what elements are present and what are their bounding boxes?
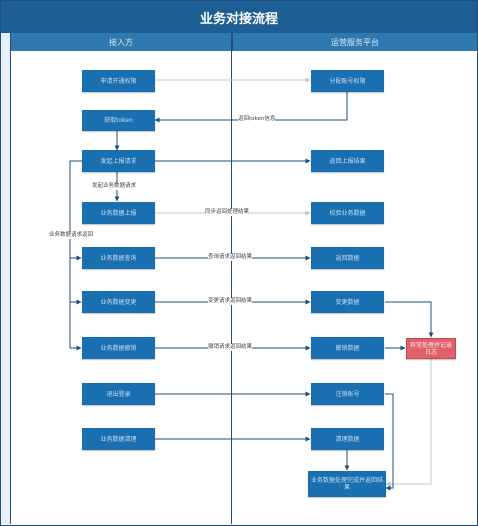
lane-divider bbox=[231, 33, 232, 524]
node-clean-business-data: 业务数据清理 bbox=[82, 428, 155, 450]
label-change-result: 变更请求返回结果 bbox=[208, 298, 253, 305]
node-send-report-request: 发起上报请求 bbox=[82, 150, 155, 172]
node-upload-business-data: 业务数据上报 bbox=[82, 202, 155, 224]
node-cancel-account: 注销账号 bbox=[311, 383, 384, 405]
edge-assign-to-token bbox=[154, 92, 348, 123]
node-revoke-business-data: 业务数据撤销 bbox=[82, 337, 155, 359]
edge-branch-revoke bbox=[69, 302, 82, 351]
edge-changed-to-error bbox=[385, 301, 434, 338]
label-query-result: 查询请求返回结果 bbox=[208, 254, 253, 261]
node-cleaned-data: 清理数据 bbox=[311, 428, 384, 450]
diagram-title: 业务对接流程 bbox=[1, 1, 477, 33]
node-logout: 退出登录 bbox=[82, 383, 155, 405]
lane-header-left: 接入方 bbox=[11, 33, 231, 51]
node-return-report-result: 返回上报结果 bbox=[311, 150, 384, 172]
edge-cancel-to-done bbox=[385, 393, 394, 491]
node-query-business-data: 业务数据查询 bbox=[82, 247, 155, 269]
node-return-data: 返回数据 bbox=[311, 247, 384, 269]
node-assign-account: 分配账号权限 bbox=[311, 70, 384, 92]
edge-error-to-done bbox=[385, 359, 432, 487]
label-revoke-result: 撤销请求返回结果 bbox=[208, 344, 253, 351]
node-apply-access: 申请开通权限 bbox=[82, 70, 155, 92]
label-sync-result: 同步返回处理结果 bbox=[205, 209, 250, 216]
node-changed-data: 变更数据 bbox=[311, 291, 384, 313]
node-exception-handling: 异常处理并记录日志 bbox=[406, 338, 456, 359]
edge-branch-change bbox=[69, 258, 82, 305]
label-business-request-return: 业务数据请求返回 bbox=[49, 232, 94, 239]
node-validate-business-data: 校验业务数据 bbox=[311, 202, 384, 224]
lane-header-right: 运营服务平台 bbox=[232, 33, 477, 51]
edge-branch-query bbox=[69, 160, 82, 261]
side-strip bbox=[1, 33, 11, 524]
label-return-token: 返回token信息 bbox=[238, 116, 276, 123]
node-process-complete: 业务数据处理完成并返回结果 bbox=[308, 471, 386, 497]
node-revoked-data: 撤销数据 bbox=[311, 337, 384, 359]
label-send-business-request: 发起业务数据请求 bbox=[92, 183, 137, 190]
node-change-business-data: 业务数据变更 bbox=[82, 291, 155, 313]
node-get-token: 获取token bbox=[82, 110, 155, 131]
